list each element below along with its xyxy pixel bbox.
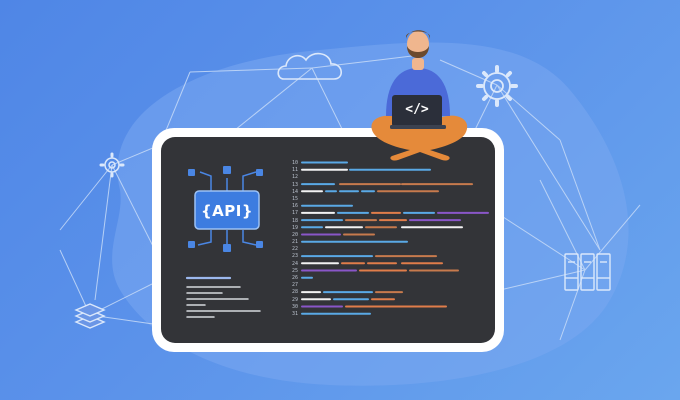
- laptop: [392, 95, 442, 127]
- line-number: 29: [291, 296, 298, 303]
- line-number: 13: [291, 181, 298, 188]
- api-box: [194, 190, 260, 230]
- line-number: 24: [291, 260, 298, 267]
- server-rack-icon: [564, 253, 611, 291]
- small-gear-icon: [99, 152, 125, 178]
- line-number: 28: [291, 289, 298, 296]
- line-number: 22: [291, 246, 298, 253]
- line-number: 21: [291, 239, 298, 246]
- line-number: 10: [291, 160, 298, 166]
- doc-text-lines: [185, 276, 261, 318]
- line-number: 12: [291, 174, 298, 181]
- line-number: 30: [291, 303, 298, 310]
- gear-icon: [476, 65, 518, 107]
- database-stack-icon: [74, 303, 106, 329]
- code-panel-screen: [161, 137, 495, 343]
- code-lines: [301, 161, 489, 315]
- line-number: 26: [291, 275, 298, 281]
- line-number: 20: [291, 231, 298, 238]
- line-number: 19: [291, 224, 298, 231]
- laptop-code-symbol: </>: [405, 101, 429, 117]
- api-label: {API}: [200, 202, 254, 220]
- line-number: 27: [291, 282, 298, 289]
- cloud-icon: [277, 52, 342, 80]
- line-number: 11: [291, 167, 298, 174]
- line-number: 15: [291, 195, 298, 202]
- line-number: 18: [291, 217, 298, 224]
- person-head: [407, 31, 429, 57]
- line-number: 25: [291, 267, 298, 274]
- person-with-laptop-illustration: [371, 30, 468, 161]
- api-node-diagram: [188, 166, 263, 252]
- line-number: 16: [291, 203, 298, 210]
- line-number: 14: [291, 188, 298, 195]
- line-number: 23: [291, 253, 298, 260]
- line-number: 17: [291, 210, 298, 217]
- line-number: 31: [291, 310, 298, 317]
